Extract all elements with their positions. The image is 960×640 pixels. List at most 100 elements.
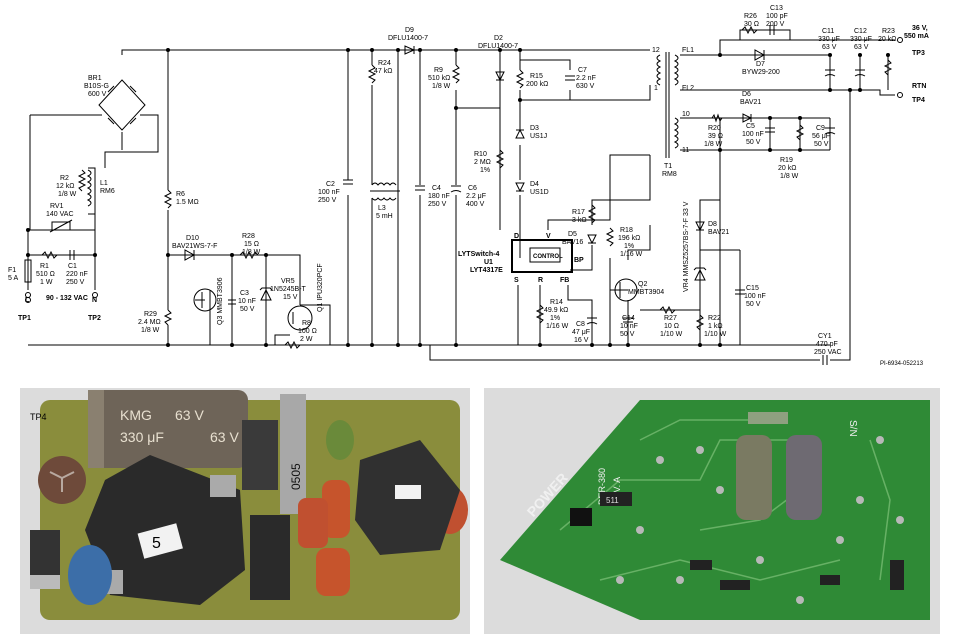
y-capacitor	[68, 545, 112, 605]
der-number: DER-380	[597, 468, 607, 505]
film-capacitor-3	[316, 548, 350, 596]
board-photos: KMG 330 μF 63 V 63 V TP4 5 0505	[20, 388, 940, 634]
t1-pin-11: 11	[682, 147, 689, 154]
output-label: 36 V,550 mA	[904, 25, 929, 40]
u1-pin-s: S	[514, 277, 519, 284]
t1-pin-fl1: FL1	[682, 47, 694, 54]
vr4-label: VR4MMSZ5257BS-7-F33 V	[683, 201, 690, 292]
photo-component-side: KMG 330 μF 63 V 63 V TP4 5 0505	[20, 388, 470, 634]
junction-dots	[26, 48, 890, 347]
common-mode-inductor	[242, 420, 278, 490]
photo-solder-side: POWER DER-380 REV. A S/N 511	[484, 388, 940, 634]
cap-voltage-text: 63 V	[175, 407, 204, 423]
symbols	[24, 25, 903, 365]
tp3-label: TP3	[912, 50, 925, 57]
inductor-marking: 0505	[289, 463, 303, 490]
u1-pin-r: R	[538, 277, 543, 284]
bulk-capacitor	[88, 390, 248, 468]
bobbin-marking: 5	[152, 535, 161, 552]
output-capacitor-2	[786, 435, 822, 520]
cap-brand-text: KMG	[120, 407, 152, 423]
lytswitch-package	[570, 508, 592, 526]
revision-text: REV. A	[612, 477, 622, 505]
input-voltage-label: 90 - 132 VAC	[46, 295, 88, 302]
u1-pin-v: V	[546, 233, 551, 240]
t1-pin-12: 12	[652, 47, 660, 54]
cap-value-text: 330 μF	[120, 429, 164, 445]
serial-number-label: S/N	[847, 420, 858, 437]
smd-ic	[600, 492, 632, 506]
u1-pin-d: D	[514, 233, 519, 240]
u1-pin-bp: BP	[574, 257, 584, 264]
inductor-sleeve	[280, 394, 306, 514]
mosfet	[250, 515, 290, 600]
bridge-package	[30, 530, 60, 580]
tp4-silk: TP4	[30, 412, 47, 422]
figure-id: PI-6934-052213	[880, 361, 924, 367]
film-capacitor-1	[322, 480, 350, 538]
smd-marking: 511	[606, 496, 619, 505]
cap-voltage-text-2: 63 V	[210, 429, 239, 445]
bridge-rectifier	[98, 79, 146, 131]
t1-pin-fl2: FL2	[682, 85, 694, 92]
u1-control-box	[529, 247, 561, 263]
film-capacitor-2	[298, 498, 328, 548]
u1-control-label: CONTROL	[533, 254, 563, 260]
output-capacitor-1	[736, 435, 772, 520]
wiring	[27, 29, 895, 361]
